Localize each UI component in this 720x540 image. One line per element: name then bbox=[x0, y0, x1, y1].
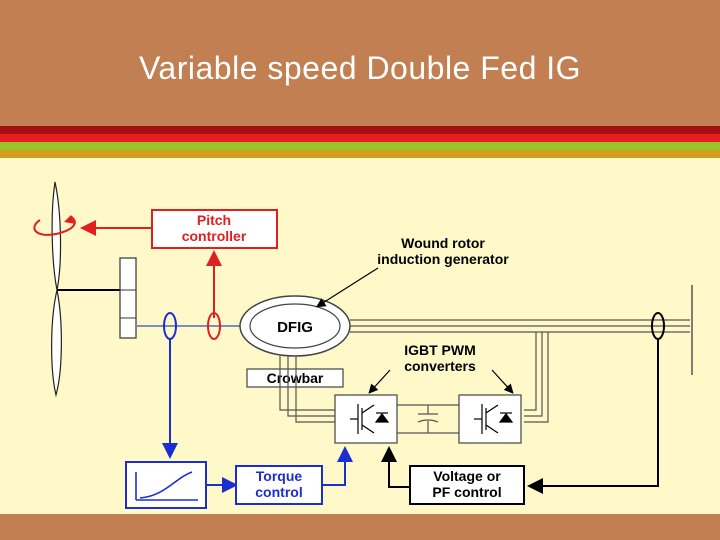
crowbar-label: Crowbar bbox=[267, 370, 324, 386]
voltage-control-label-1: Voltage or bbox=[433, 468, 501, 484]
dfig-label: DFIG bbox=[277, 319, 313, 336]
rotor-lines bbox=[279, 356, 335, 423]
stator-lines bbox=[350, 319, 690, 333]
slide-title: Variable speed Double Fed IG bbox=[138, 50, 582, 86]
turbine-blades bbox=[51, 181, 62, 398]
converter-pointer-right bbox=[491, 369, 514, 394]
generator-annotation-pointer bbox=[315, 267, 379, 308]
torque-curve-icon bbox=[135, 471, 198, 501]
pitch-speed-sensor bbox=[207, 312, 221, 340]
igbt-symbol-icon bbox=[350, 404, 390, 434]
bottom-band bbox=[0, 514, 720, 540]
title-band bbox=[0, 0, 720, 126]
dfig-inner bbox=[249, 303, 341, 349]
decor-stripe bbox=[0, 150, 720, 158]
rotor-side-converter bbox=[334, 394, 398, 444]
decor-stripe bbox=[0, 142, 720, 150]
crowbar-box bbox=[246, 368, 344, 388]
gearbox bbox=[119, 257, 137, 339]
pitch-controller-box bbox=[151, 209, 278, 249]
torque-control-label-1: Torque bbox=[256, 468, 303, 484]
generator-annotation-2: induction generator bbox=[377, 251, 509, 267]
rotation-arrowhead-icon bbox=[64, 216, 76, 224]
torque-control-box bbox=[235, 465, 323, 505]
converters-annotation-1: IGBT PWM bbox=[404, 342, 476, 358]
voltage-command-arrow bbox=[381, 446, 410, 488]
converters-annotation-2: converters bbox=[404, 358, 476, 374]
torque-command-arrow bbox=[322, 446, 353, 486]
grid-side-converter bbox=[458, 394, 522, 444]
grid-side-lines bbox=[524, 332, 549, 423]
generator-annotation-1: Wound rotor bbox=[401, 235, 485, 251]
converter-pointer-left bbox=[368, 369, 391, 394]
torque-control-label-2: control bbox=[255, 484, 302, 500]
torque-curve-box bbox=[125, 461, 207, 509]
decor-stripe bbox=[0, 134, 720, 142]
decor-stripe bbox=[0, 126, 720, 134]
pitch-controller-label-1: Pitch bbox=[197, 212, 231, 228]
igbt-symbol-icon bbox=[474, 404, 514, 434]
voltage-control-label-2: PF control bbox=[432, 484, 501, 500]
voltage-control-box bbox=[409, 465, 525, 505]
dc-link-capacitor bbox=[397, 404, 459, 434]
pitch-controller-label-2: controller bbox=[182, 228, 247, 244]
rotation-arrow-icon bbox=[33, 215, 76, 236]
grid-feedback-arrow bbox=[527, 339, 659, 494]
